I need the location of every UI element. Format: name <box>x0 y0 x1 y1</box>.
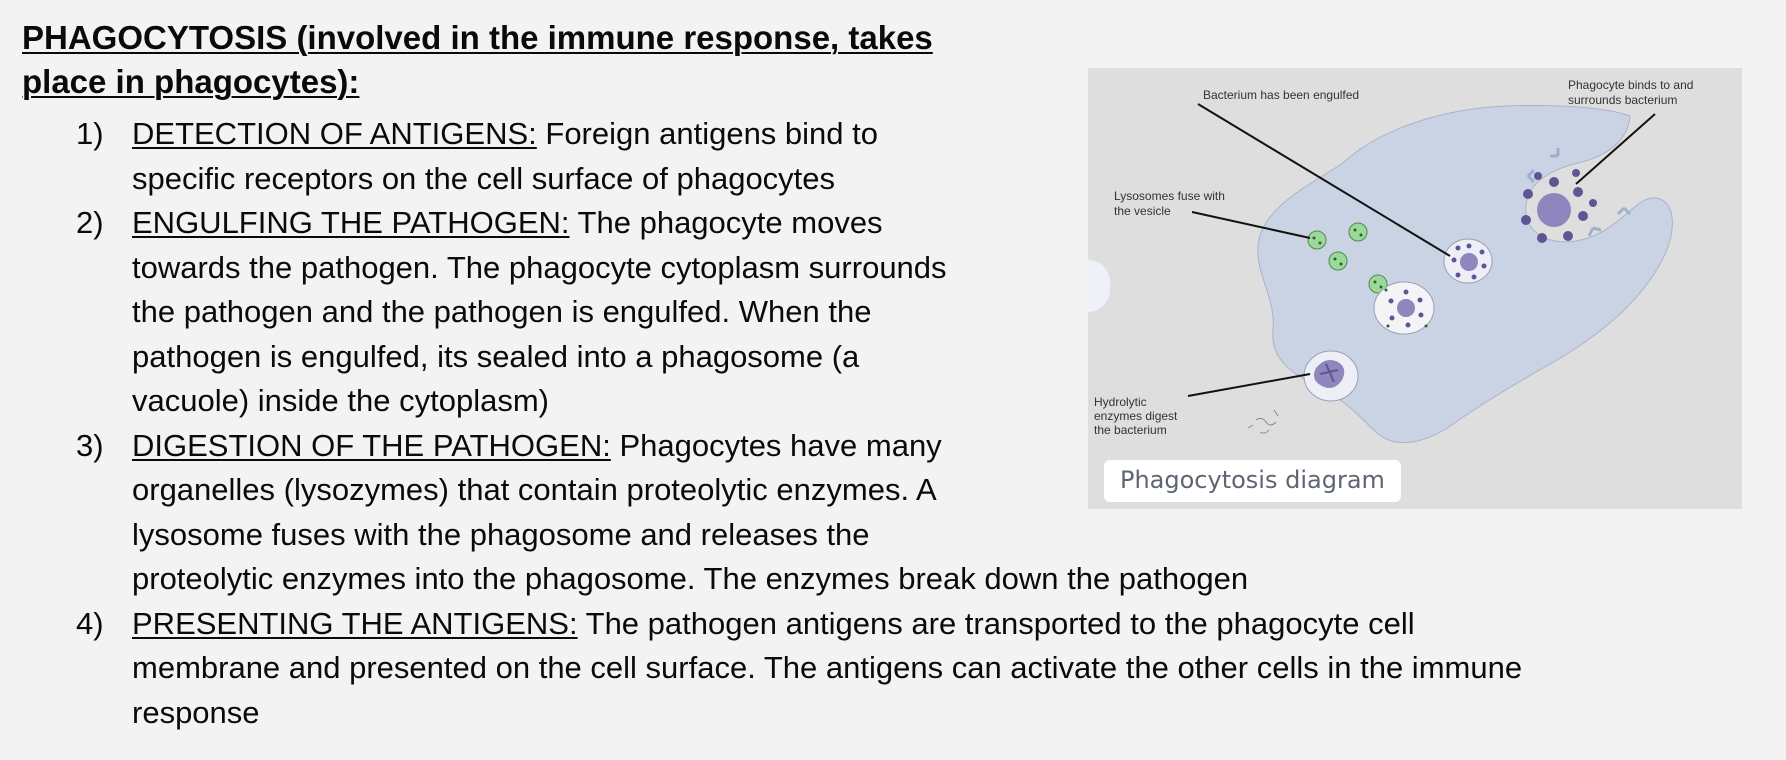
bound-bacterium-icon <box>1521 169 1597 243</box>
page-title: PHAGOCYTOSIS (involved in the immune res… <box>22 16 1072 104</box>
label-hydro-line3: the bacterium <box>1094 423 1167 437</box>
step-line: ENGULFING THE PATHOGEN: The phagocyte mo… <box>132 201 1522 246</box>
debris-icon <box>1247 409 1279 434</box>
step-3: 3) DIGESTION OF THE PATHOGEN: Phagocytes… <box>76 424 1522 602</box>
digesting-vesicle-icon <box>1303 350 1359 402</box>
phagocytosis-diagram: Bacterium has been engulfed Phagocyte bi… <box>1094 78 1693 444</box>
label-pointers <box>1187 103 1656 397</box>
phagocytosis-figure[interactable]: Bacterium has been engulfed Phagocyte bi… <box>1088 68 1742 509</box>
figure-caption: Phagocytosis diagram <box>1104 460 1401 502</box>
step-heading: DIGESTION OF THE PATHOGEN: <box>132 427 611 463</box>
step-1: 1) DETECTION OF ANTIGENS: Foreign antige… <box>76 112 1522 201</box>
step-text: Foreign antigens bind to <box>536 116 878 151</box>
step-line: DIGESTION OF THE PATHOGEN: Phagocytes ha… <box>132 424 1522 469</box>
step-number: 3) <box>76 427 104 463</box>
step-line: DETECTION OF ANTIGENS: Foreign antigens … <box>132 112 1522 157</box>
step-line: PRESENTING THE ANTIGENS: The pathogen an… <box>132 602 1522 647</box>
steps-list: 1) DETECTION OF ANTIGENS: Foreign antige… <box>76 112 1522 735</box>
step-line: pathogen is engulfed, its sealed into a … <box>132 338 860 374</box>
step-line: vacuole) inside the cytoplasm) <box>132 383 549 418</box>
label-hydro-line1: Hydrolytic <box>1094 395 1147 409</box>
lysosome-icons <box>1307 222 1388 294</box>
step-heading: PRESENTING THE ANTIGENS: <box>132 605 578 641</box>
title-line-1: PHAGOCYTOSIS (involved in the immune res… <box>22 19 933 56</box>
step-line: specific receptors on the cell surface o… <box>132 160 836 196</box>
step-text: The phagocyte moves <box>569 205 883 240</box>
step-line: organelles (lysozymes) that contain prot… <box>132 472 937 507</box>
step-text: The pathogen antigens are transported to… <box>577 605 1415 641</box>
step-number: 1) <box>76 116 104 151</box>
step-heading: ENGULFING THE PATHOGEN: <box>132 205 570 240</box>
label-binds-line2: surrounds bacterium <box>1568 93 1677 107</box>
step-2: 2) ENGULFING THE PATHOGEN: The phagocyte… <box>76 201 1522 424</box>
step-line: proteolytic enzymes into the phagosome. … <box>132 561 1249 596</box>
step-number: 2) <box>76 205 104 240</box>
step-line: the pathogen and the pathogen is engulfe… <box>132 294 872 329</box>
step-4: 4) PRESENTING THE ANTIGENS: The pathogen… <box>76 602 1522 736</box>
fusing-vesicle-icon <box>1373 281 1435 335</box>
step-line: lysosome fuses with the phagosome and re… <box>132 516 870 552</box>
step-heading: DETECTION OF ANTIGENS: <box>132 116 537 151</box>
title-line-2: place in phagocytes): <box>22 63 360 100</box>
step-number: 4) <box>76 605 104 641</box>
label-hydro-line2: enzymes digest <box>1094 409 1178 423</box>
step-line: membrane and presented on the cell surfa… <box>132 650 1523 685</box>
label-engulfed: Bacterium has been engulfed <box>1203 88 1359 102</box>
label-fuse-line1: Lysosomes fuse with <box>1114 189 1225 203</box>
image-edge-handle[interactable] <box>1088 260 1110 312</box>
engulfed-bacterium-icon <box>1443 238 1493 284</box>
step-text: Phagocytes have many <box>610 427 942 463</box>
step-line: towards the pathogen. The phagocyte cyto… <box>132 249 947 285</box>
label-binds-line1: Phagocyte binds to and <box>1568 78 1693 92</box>
label-fuse-line2: the vesicle <box>1114 204 1171 218</box>
step-line: response <box>132 694 260 730</box>
